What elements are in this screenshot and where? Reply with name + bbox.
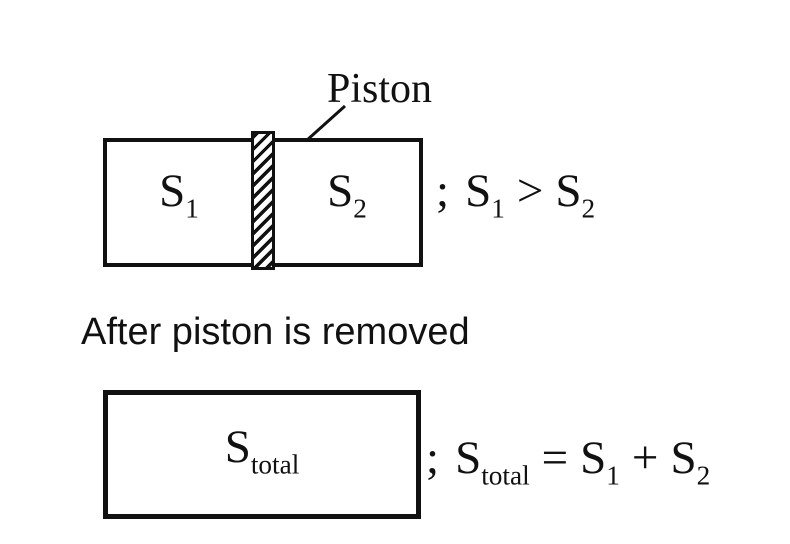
equals-sign: =: [541, 432, 569, 484]
s2-subscript: 2: [353, 193, 367, 224]
piston-bar: [251, 131, 275, 270]
caption-after-piston-removed: After piston is removed: [81, 311, 470, 353]
stotal-subscript: total: [250, 449, 300, 480]
greater-than-sign: >: [516, 165, 544, 217]
stotal-base: S: [224, 421, 251, 474]
chamber-s2-label: S2: [327, 168, 367, 223]
equation-term1-base: S: [580, 432, 607, 484]
equation-term1: S1: [580, 432, 620, 490]
chamber-s1-label: S1: [159, 168, 199, 223]
inequality-rhs: S2: [555, 165, 595, 223]
equation-lhs-subscript: total: [481, 460, 530, 491]
s1-subscript: 1: [185, 193, 199, 224]
inequality-semicolon: ;: [436, 165, 450, 217]
inequality-lhs-base: S: [465, 165, 492, 217]
chamber-s1: S1: [107, 142, 251, 263]
chamber-s2: S2: [275, 142, 419, 263]
equation-lhs-base: S: [455, 432, 482, 484]
inequality-lhs-subscript: 1: [491, 193, 505, 224]
entropy-sum-equation: ;Stotal=S1+S2: [426, 435, 710, 490]
equation-term2-subscript: 2: [696, 460, 711, 491]
inequality-rhs-base: S: [555, 165, 582, 217]
equation-term2-base: S: [670, 432, 697, 484]
equation-lhs: Stotal: [455, 432, 530, 490]
plus-sign: +: [631, 432, 659, 484]
combined-container: Stotal: [103, 390, 421, 519]
chamber-stotal-label: Stotal: [225, 424, 300, 479]
s1-base: S: [159, 165, 186, 218]
equation-semicolon: ;: [426, 432, 440, 484]
equation-term1-subscript: 1: [606, 460, 620, 491]
entropy-inequality: ;S1>S2: [436, 168, 595, 223]
piston-label: Piston: [327, 66, 433, 112]
s2-base: S: [327, 165, 354, 218]
inequality-rhs-subscript: 2: [581, 193, 596, 224]
equation-term2: S2: [670, 432, 710, 490]
inequality-lhs: S1: [465, 165, 505, 223]
